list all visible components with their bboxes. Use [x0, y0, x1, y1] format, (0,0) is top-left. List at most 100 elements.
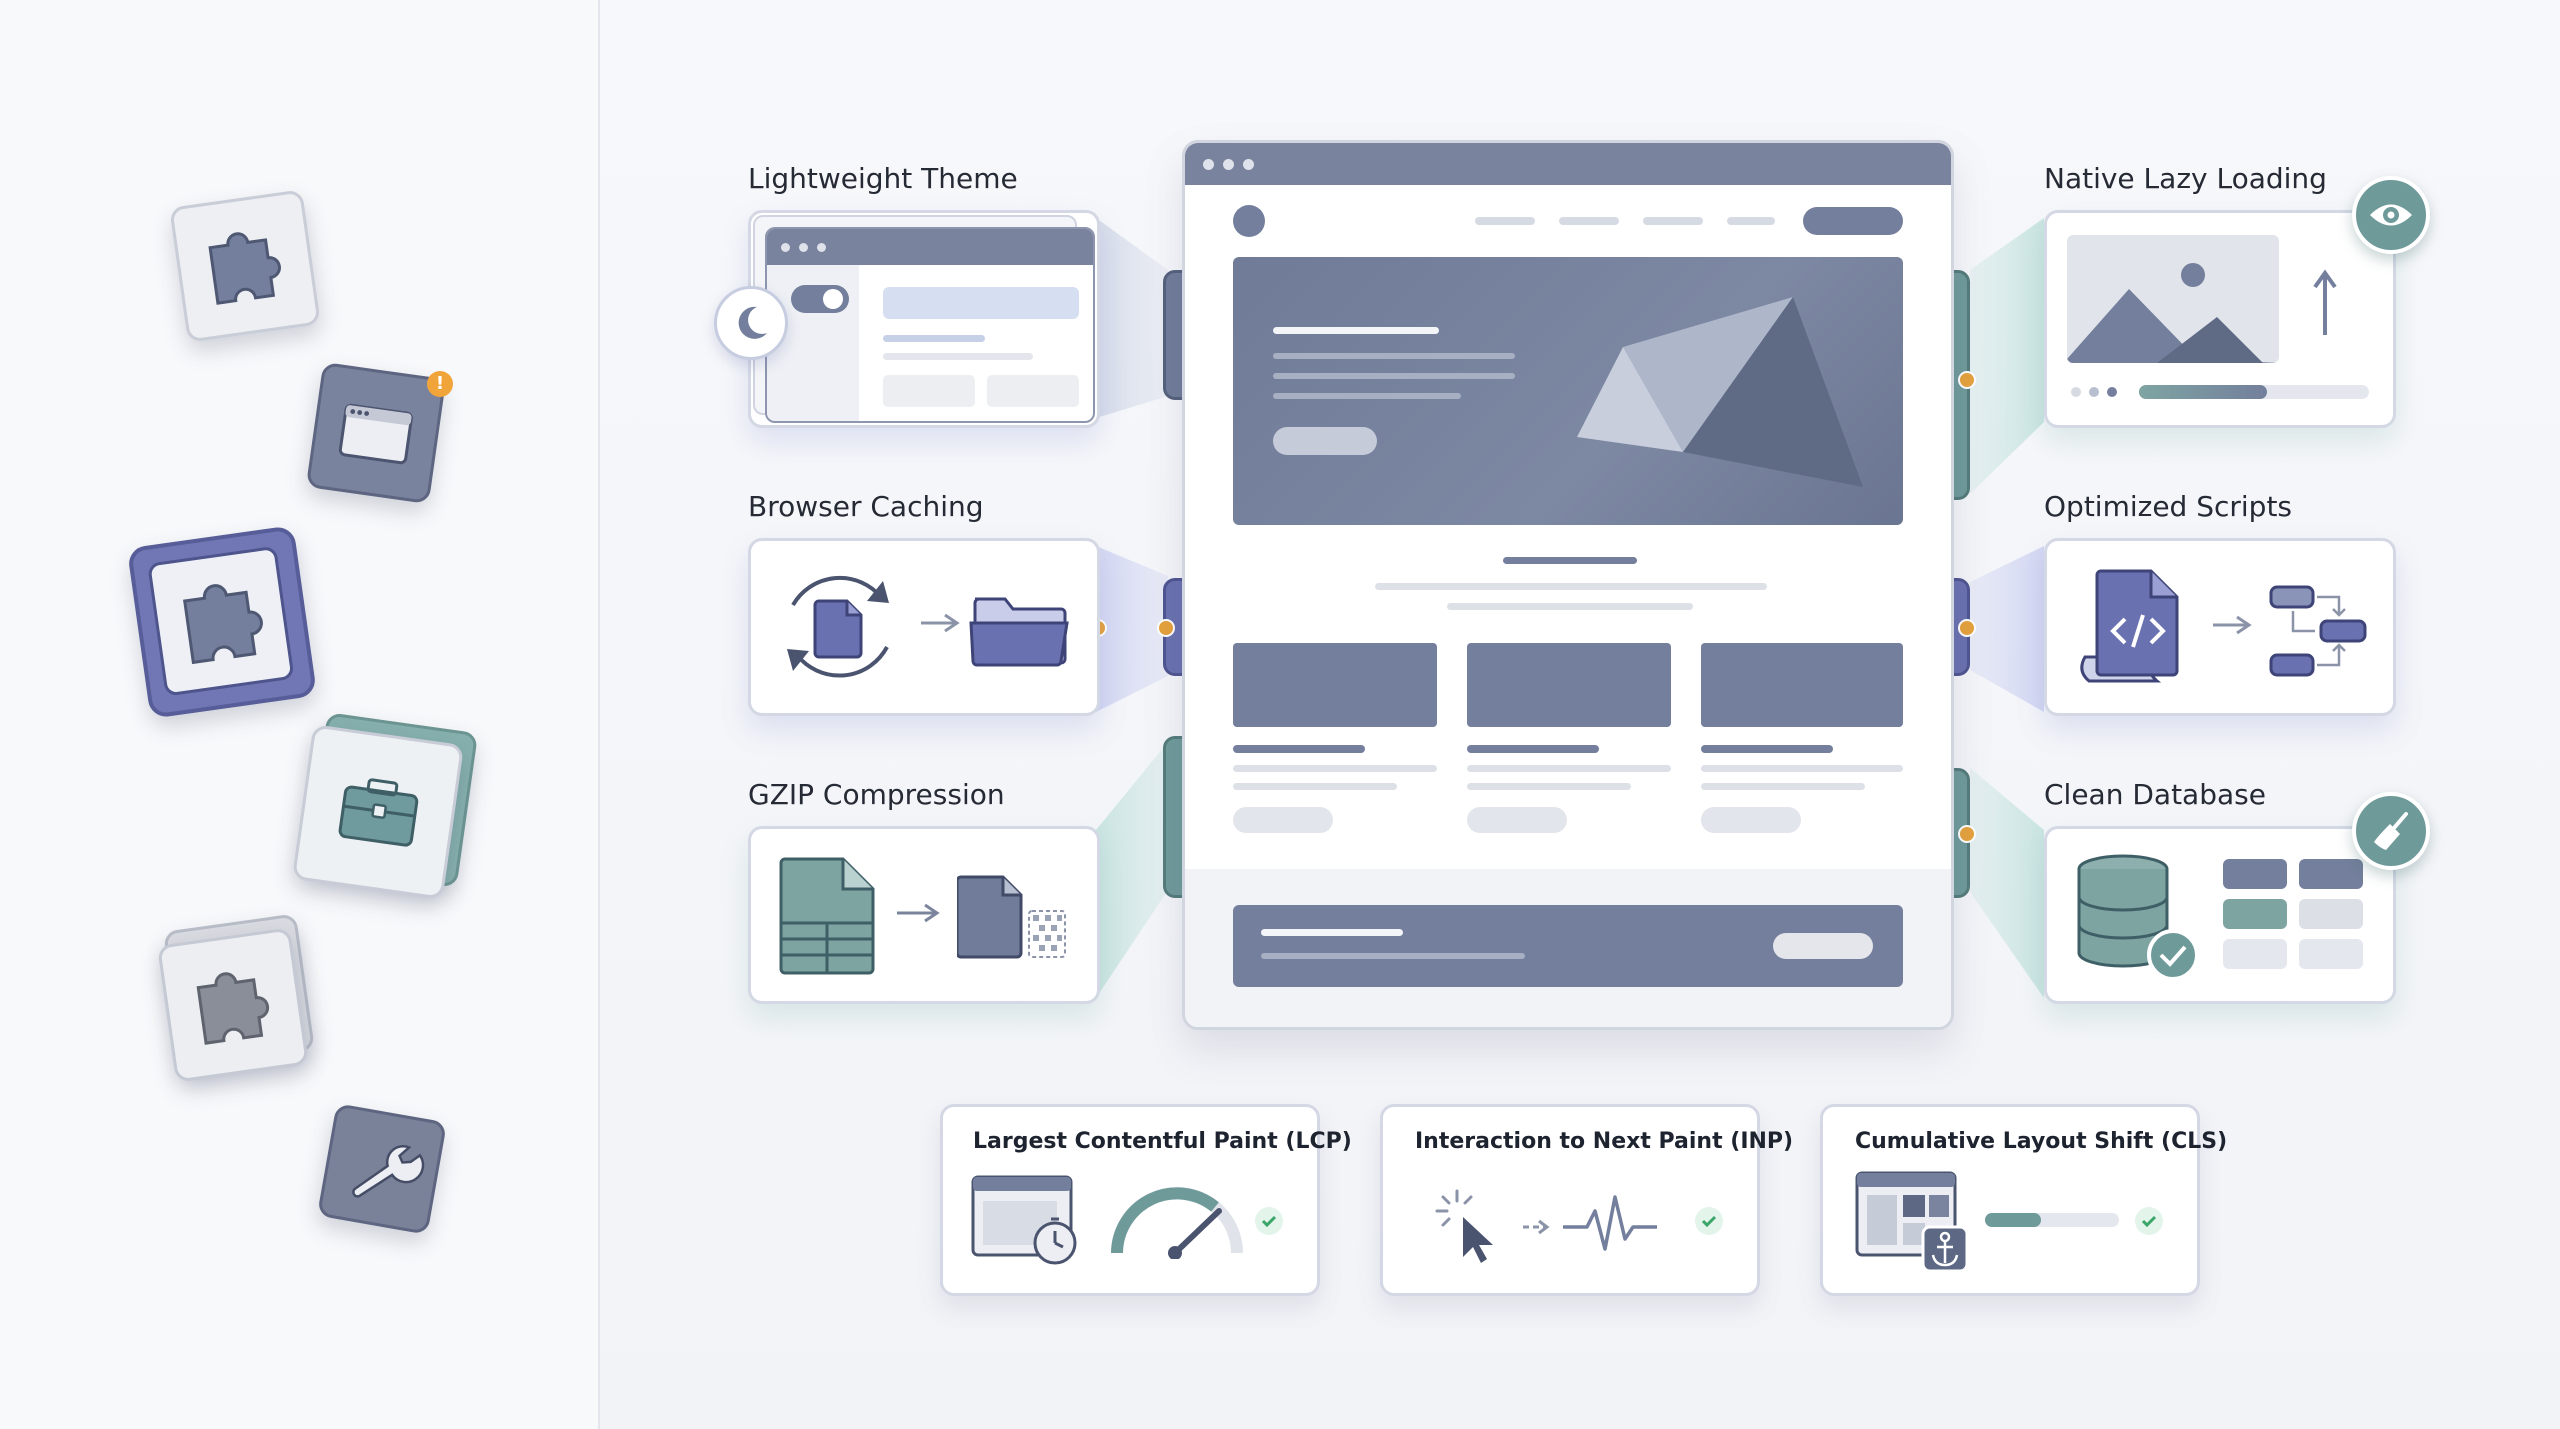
- hero-3d-shape: [1577, 297, 1863, 487]
- nav-link[interactable]: [1475, 217, 1535, 225]
- connector-dot: [1958, 619, 1976, 637]
- puzzle-icon: [196, 972, 270, 1045]
- wrench-icon: [352, 1144, 425, 1198]
- website-mockup: [1182, 140, 1954, 1030]
- arrow-right-icon: [2213, 615, 2252, 635]
- nav-link[interactable]: [1643, 217, 1703, 225]
- db-cell: [2299, 859, 2363, 889]
- plugin-tile-puzzle[interactable]: [169, 189, 321, 343]
- feature-label-lightweight-theme: Lightweight Theme: [748, 162, 1018, 195]
- content-card-image: [1233, 643, 1437, 727]
- connector-dot: [1958, 825, 1976, 843]
- metric-label-lcp: Largest Contentful Paint (LCP): [973, 1129, 1352, 1154]
- performance-diagram: Lightweight Theme Browser Caching GZIP C…: [600, 0, 2560, 1429]
- gauge-icon: [1111, 1187, 1243, 1259]
- compressed-file-icon: [957, 875, 1066, 959]
- eye-icon: [2352, 176, 2430, 254]
- loading-dot: [2107, 387, 2117, 397]
- nav-link[interactable]: [1559, 217, 1619, 225]
- plugin-tile-puzzle-active[interactable]: [126, 525, 318, 719]
- nav-cta-button[interactable]: [1803, 207, 1903, 235]
- nav-link[interactable]: [1727, 217, 1775, 225]
- section-line: [1447, 603, 1693, 610]
- plugin-tile-browser[interactable]: [305, 361, 447, 505]
- metric-label-inp: Interaction to Next Paint (INP): [1415, 1129, 1794, 1154]
- metric-label-cls: Cumulative Layout Shift (CLS): [1855, 1129, 2228, 1154]
- plugin-tile-puzzle-gray[interactable]: [157, 927, 309, 1083]
- cls-score-track: [1985, 1213, 2119, 1227]
- broom-icon: [2352, 792, 2430, 870]
- content-card-image: [1467, 643, 1671, 727]
- image-placeholder: [2067, 235, 2279, 363]
- feature-label-browser-caching: Browser Caching: [748, 490, 984, 523]
- large-file-icon: [779, 857, 875, 975]
- pointer-pulse-icon: [1435, 1189, 1657, 1263]
- puzzle-icon: [208, 232, 281, 305]
- db-cell: [2223, 859, 2287, 889]
- footer-banner: [1233, 905, 1903, 987]
- arrow-up-icon: [2313, 269, 2337, 335]
- page-timer-icon: [971, 1175, 1077, 1265]
- section-divider: [1503, 557, 1637, 564]
- site-logo: [1233, 205, 1265, 237]
- feature-label-clean-database: Clean Database: [2044, 778, 2266, 811]
- feature-card-optimized-scripts[interactable]: [2044, 538, 2396, 716]
- database-icon: [2077, 854, 2199, 981]
- card-button[interactable]: [1467, 807, 1567, 833]
- card-button[interactable]: [1701, 807, 1801, 833]
- feature-label-optimized-scripts: Optimized Scripts: [2044, 490, 2293, 523]
- arrow-right-icon: [897, 903, 940, 923]
- window-dot: [1223, 159, 1234, 170]
- puzzle-icon: [183, 584, 263, 665]
- loading-progress-track: [2139, 385, 2369, 399]
- browser-title-bar: [1185, 143, 1951, 185]
- section-line: [1375, 583, 1767, 590]
- hero-button[interactable]: [1273, 427, 1377, 455]
- footer-button[interactable]: [1773, 933, 1873, 959]
- connector-beams: [1096, 218, 2044, 998]
- check-icon: [2135, 1207, 2163, 1235]
- db-cell: [2299, 899, 2363, 929]
- feature-card-native-lazy-loading[interactable]: [2044, 210, 2396, 428]
- connector-dot: [1157, 619, 1175, 637]
- feature-card-browser-caching[interactable]: [748, 538, 1100, 716]
- feature-card-lightweight-theme[interactable]: [748, 210, 1100, 428]
- feature-card-gzip-compression[interactable]: [748, 826, 1100, 1004]
- connector-dot: [1958, 371, 1976, 389]
- db-cell: [2223, 939, 2287, 969]
- feature-label-native-lazy-loading: Native Lazy Loading: [2044, 162, 2327, 195]
- metric-card-cls[interactable]: Cumulative Layout Shift (CLS): [1820, 1104, 2227, 1296]
- feature-label-gzip-compression: GZIP Compression: [748, 778, 1005, 811]
- check-icon: [1695, 1207, 1723, 1235]
- plugin-tile-wrench[interactable]: [316, 1103, 448, 1235]
- cls-score-fill: [1985, 1213, 2041, 1227]
- loading-progress-fill: [2139, 385, 2267, 399]
- loading-dot: [2089, 387, 2099, 397]
- feature-card-clean-database[interactable]: [2044, 826, 2396, 1004]
- check-icon: [1255, 1207, 1283, 1235]
- warning-badge-icon: !: [427, 371, 453, 397]
- theme-toggle[interactable]: [791, 285, 849, 313]
- code-file-icon: [2080, 569, 2179, 683]
- plugin-tile-briefcase[interactable]: [291, 724, 465, 900]
- moon-icon: [714, 286, 788, 360]
- content-card-image: [1701, 643, 1903, 727]
- browser-window-icon: [338, 403, 413, 465]
- card-button[interactable]: [1233, 807, 1333, 833]
- folder-icon: [969, 597, 1069, 667]
- db-cell: [2299, 939, 2363, 969]
- workflow-blocks-icon: [2269, 585, 2367, 677]
- db-cell: [2223, 899, 2287, 929]
- window-dot: [1243, 159, 1254, 170]
- theme-window: [765, 227, 1095, 423]
- anchor-layout-icon: [1855, 1171, 1969, 1273]
- window-dot: [1203, 159, 1214, 170]
- loading-dot: [2071, 387, 2081, 397]
- plugin-sidebar: !: [0, 0, 600, 1429]
- briefcase-icon: [338, 778, 419, 847]
- metric-card-lcp[interactable]: Largest Contentful Paint (LCP): [940, 1104, 1352, 1296]
- cache-refresh-icon: [787, 575, 889, 678]
- mountain-image-icon: [2067, 263, 2279, 363]
- metric-card-inp[interactable]: Interaction to Next Paint (INP): [1380, 1104, 1793, 1296]
- arrow-right-icon: [921, 613, 960, 633]
